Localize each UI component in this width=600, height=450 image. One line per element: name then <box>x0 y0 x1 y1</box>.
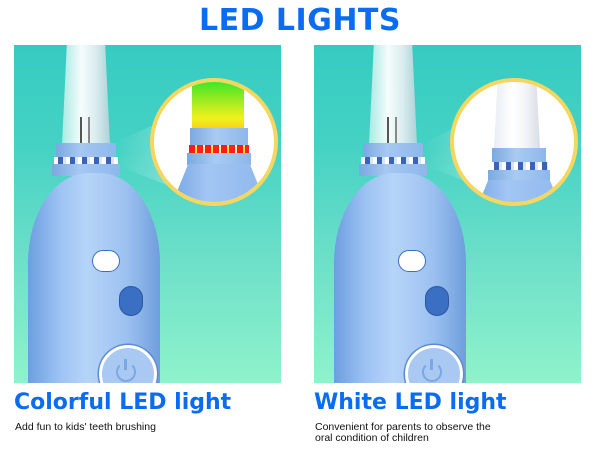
cloud-white-icon <box>92 250 120 272</box>
led-ring <box>361 157 425 164</box>
brush-stem <box>88 117 90 143</box>
colorful-led-subtitle: Add fun to kids' teeth brushing <box>15 421 156 433</box>
brush-stem <box>387 117 389 143</box>
brush-stem <box>80 117 82 143</box>
white-led-subtitle-line-1: Convenient for parents to observe the <box>315 421 491 433</box>
white-led-image-panel <box>314 45 581 383</box>
brush-stem <box>395 117 397 143</box>
brush-head <box>369 45 417 145</box>
led-ring <box>54 157 118 164</box>
cloud-white-icon <box>398 250 426 272</box>
brush-collar <box>56 143 116 157</box>
power-icon <box>422 359 442 382</box>
cloud-blue-icon <box>425 286 449 316</box>
white-led-subtitle-line-2: oral condition of children <box>315 432 429 444</box>
white-led-subtitle: Convenient for parents to observe the or… <box>315 422 491 444</box>
power-button <box>405 345 463 383</box>
power-button <box>99 345 157 383</box>
brush-collar <box>363 143 423 157</box>
white-brush-head <box>494 82 540 148</box>
magnifier-white <box>450 78 578 206</box>
magnified-collar-lower <box>187 153 251 165</box>
magnified-handle <box>164 164 274 202</box>
glowing-brush-head <box>192 82 244 128</box>
colorful-led-ring <box>189 145 249 153</box>
magnifier-colorful <box>150 78 278 206</box>
magnified-handle <box>464 180 574 202</box>
colorful-led-image-panel <box>14 45 281 383</box>
brush-head <box>62 45 110 145</box>
power-icon <box>116 359 136 382</box>
toothbrush-handle <box>28 173 160 383</box>
cloud-blue-icon <box>119 286 143 316</box>
white-led-title: White LED light <box>314 390 507 415</box>
magnified-collar <box>492 148 546 162</box>
magnified-collar-lower <box>488 170 550 182</box>
toothbrush-handle <box>334 173 466 383</box>
magnified-collar <box>190 128 248 145</box>
colorful-led-title: Colorful LED light <box>14 390 232 415</box>
page-title: LED LIGHTS <box>198 3 402 38</box>
white-led-ring <box>490 162 548 170</box>
